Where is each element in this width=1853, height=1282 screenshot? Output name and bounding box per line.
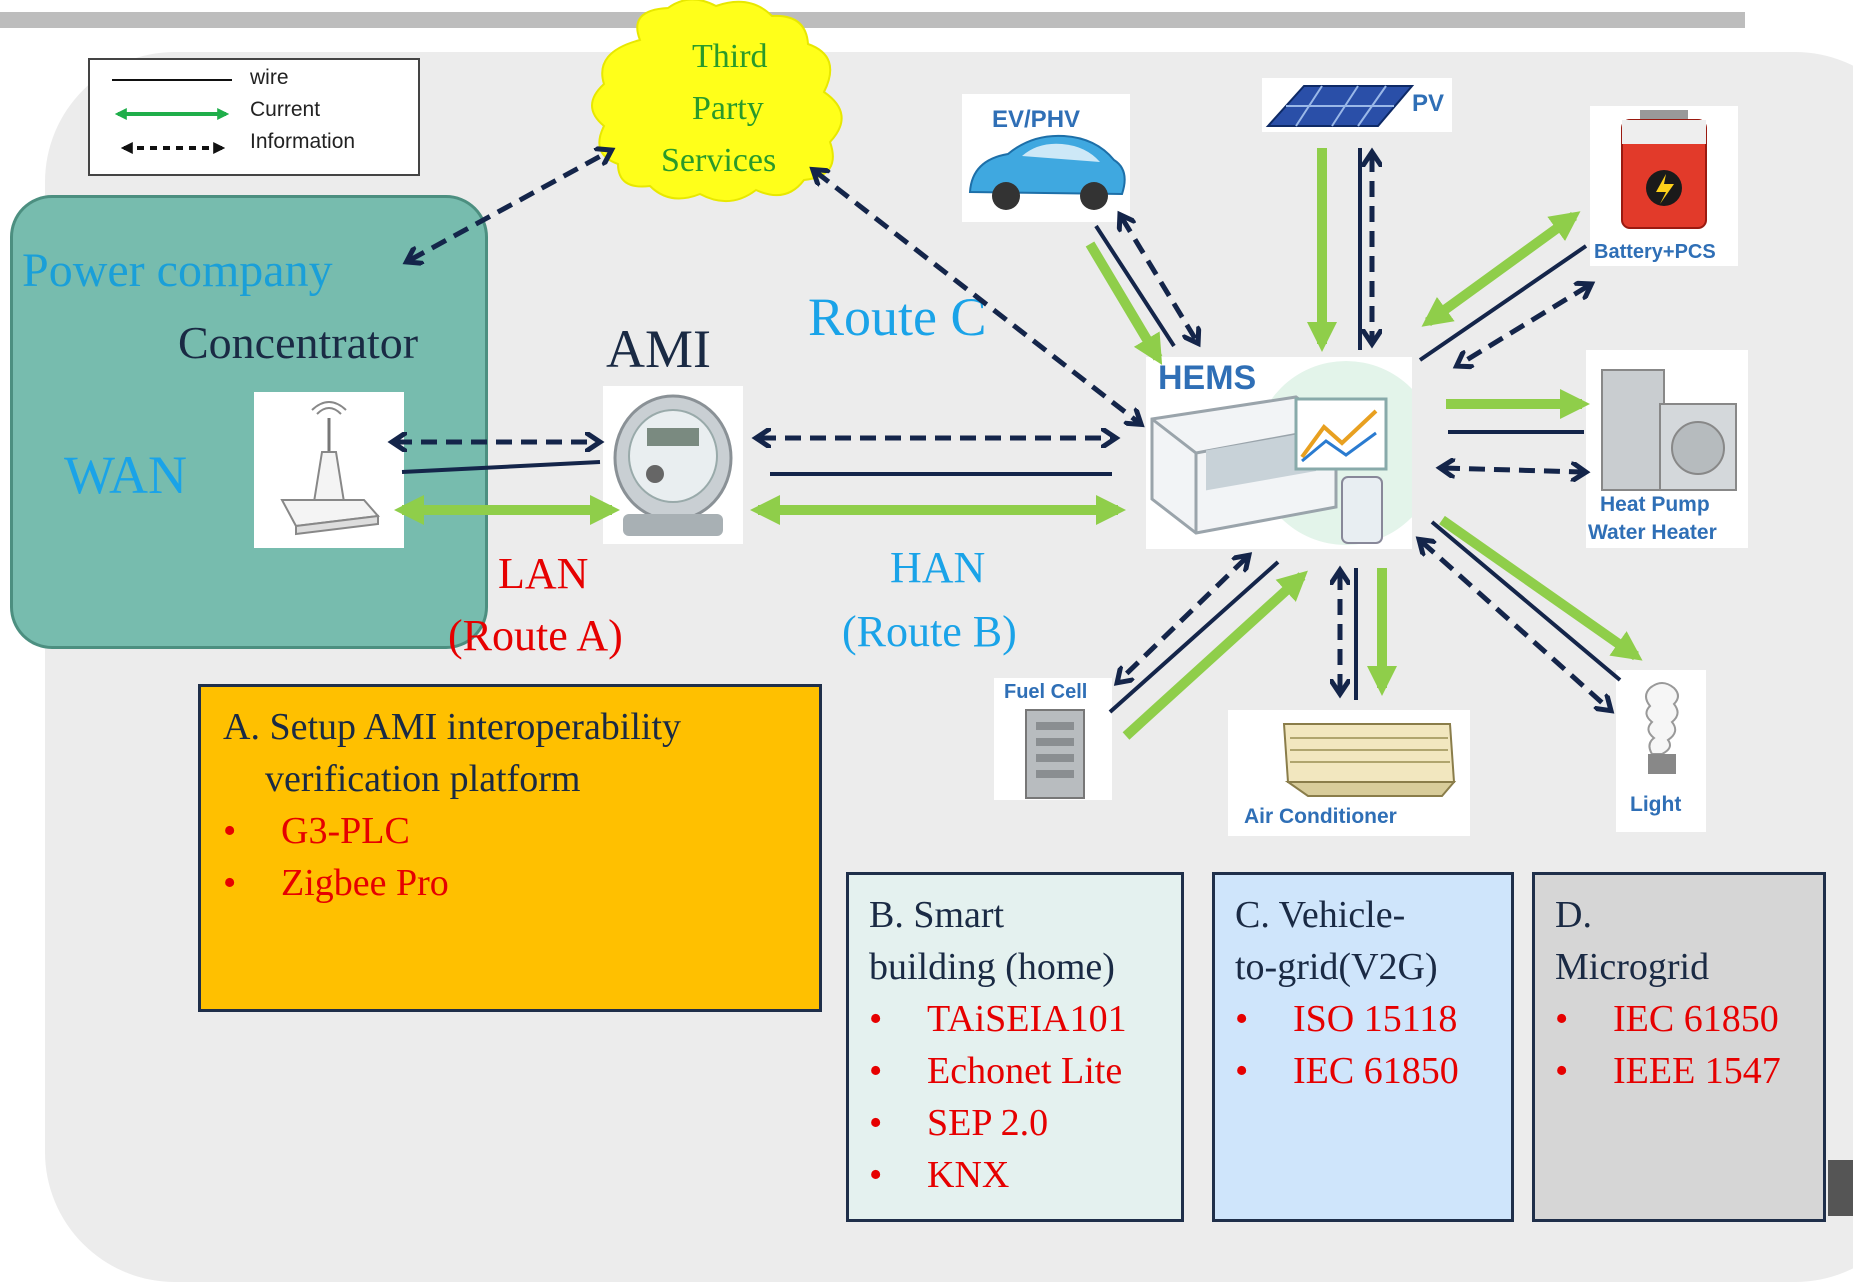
ami-label: AMI [606, 319, 711, 379]
pv-label: PV [1412, 90, 1445, 117]
box-b-item: KNX [869, 1149, 1181, 1201]
legend-information-label: Information [250, 130, 356, 153]
heat-pump-device: Heat Pump Water Heater [1586, 350, 1748, 548]
box-a-item: G3-PLC [223, 805, 819, 857]
box-b: B. Smart building (home) TAiSEIA101 Echo… [846, 872, 1184, 1222]
hems-icon [1150, 361, 1412, 545]
box-d-item: IEC 61850 [1555, 993, 1823, 1045]
concentrator-label: Concentrator [178, 317, 419, 368]
air-conditioner-icon [1282, 723, 1457, 797]
air-conditioner-label: Air Conditioner [1244, 805, 1397, 828]
concentrator-device [254, 392, 404, 548]
legend-current-label: Current [250, 98, 321, 121]
box-b-title-2: building (home) [869, 946, 1115, 988]
ev-label: EV/PHV [992, 106, 1081, 133]
cloud-line-3: Services [661, 142, 777, 179]
box-a-title-1: A. Setup AMI interoperability [223, 706, 682, 748]
battery-label: Battery+PCS [1594, 241, 1716, 263]
route-b-label: (Route B) [842, 607, 1017, 656]
box-a: A. Setup AMI interoperability verificati… [198, 684, 822, 1012]
top-bar [0, 12, 1745, 28]
fuel-cell-device: Fuel Cell [994, 678, 1112, 800]
pv-device: PV [1262, 78, 1452, 132]
power-company-title: Power company [22, 244, 333, 297]
light-bulb-icon [1645, 682, 1679, 774]
heat-pump-icon [1601, 369, 1737, 491]
light-label: Light [1630, 793, 1682, 816]
box-d: D. Microgrid IEC 61850 IEEE 1547 [1532, 872, 1826, 1222]
box-d-item: IEEE 1547 [1555, 1045, 1823, 1097]
box-d-title-1: D. [1555, 894, 1592, 936]
legend-lines [112, 79, 232, 154]
hems-label: HEMS [1158, 359, 1257, 397]
smart-meter-icon [613, 394, 733, 536]
box-b-item: SEP 2.0 [869, 1097, 1181, 1149]
fuel-cell-label: Fuel Cell [1004, 681, 1088, 703]
box-c-title-2: to-grid(V2G) [1235, 946, 1438, 988]
box-c-item: IEC 61850 [1235, 1045, 1511, 1097]
route-a-label: (Route A) [448, 611, 623, 660]
cloud-line-1: Third [692, 38, 768, 75]
box-c-title-1: C. Vehicle- [1235, 894, 1406, 936]
battery-icon [1621, 110, 1707, 229]
solar-panel-icon [1265, 85, 1415, 127]
battery-device: Battery+PCS [1590, 106, 1738, 266]
legend: wire Current Information [88, 58, 420, 176]
box-d-title-2: Microgrid [1555, 946, 1710, 988]
corner-strip [1828, 1160, 1853, 1216]
fuel-cell-icon [1025, 709, 1085, 799]
box-a-title-2: verification platform [265, 758, 581, 800]
wan-label: WAN [64, 445, 187, 505]
box-a-item: Zigbee Pro [223, 857, 819, 909]
box-c-item: ISO 15118 [1235, 993, 1511, 1045]
cloud-line-2: Party [692, 90, 764, 127]
box-b-title-1: B. Smart [869, 894, 1005, 936]
air-conditioner-device: Air Conditioner [1228, 710, 1470, 836]
han-label: HAN [890, 543, 986, 592]
box-c: C. Vehicle- to-grid(V2G) ISO 15118 IEC 6… [1212, 872, 1514, 1222]
heat-pump-label-1: Heat Pump [1600, 493, 1710, 516]
connectors [112, 79, 1643, 740]
ami-meter-device [603, 386, 743, 544]
legend-wire-label: wire [250, 66, 289, 89]
router-icon [280, 401, 380, 536]
heat-pump-label-2: Water Heater [1588, 521, 1717, 544]
light-device: Light [1616, 670, 1706, 832]
cloud-shape [591, 0, 843, 202]
power-company-block [10, 195, 488, 649]
hems-device: HEMS [1146, 357, 1412, 549]
box-b-item: TAiSEIA101 [869, 993, 1181, 1045]
lan-label: LAN [498, 549, 589, 598]
box-b-item: Echonet Lite [869, 1045, 1181, 1097]
